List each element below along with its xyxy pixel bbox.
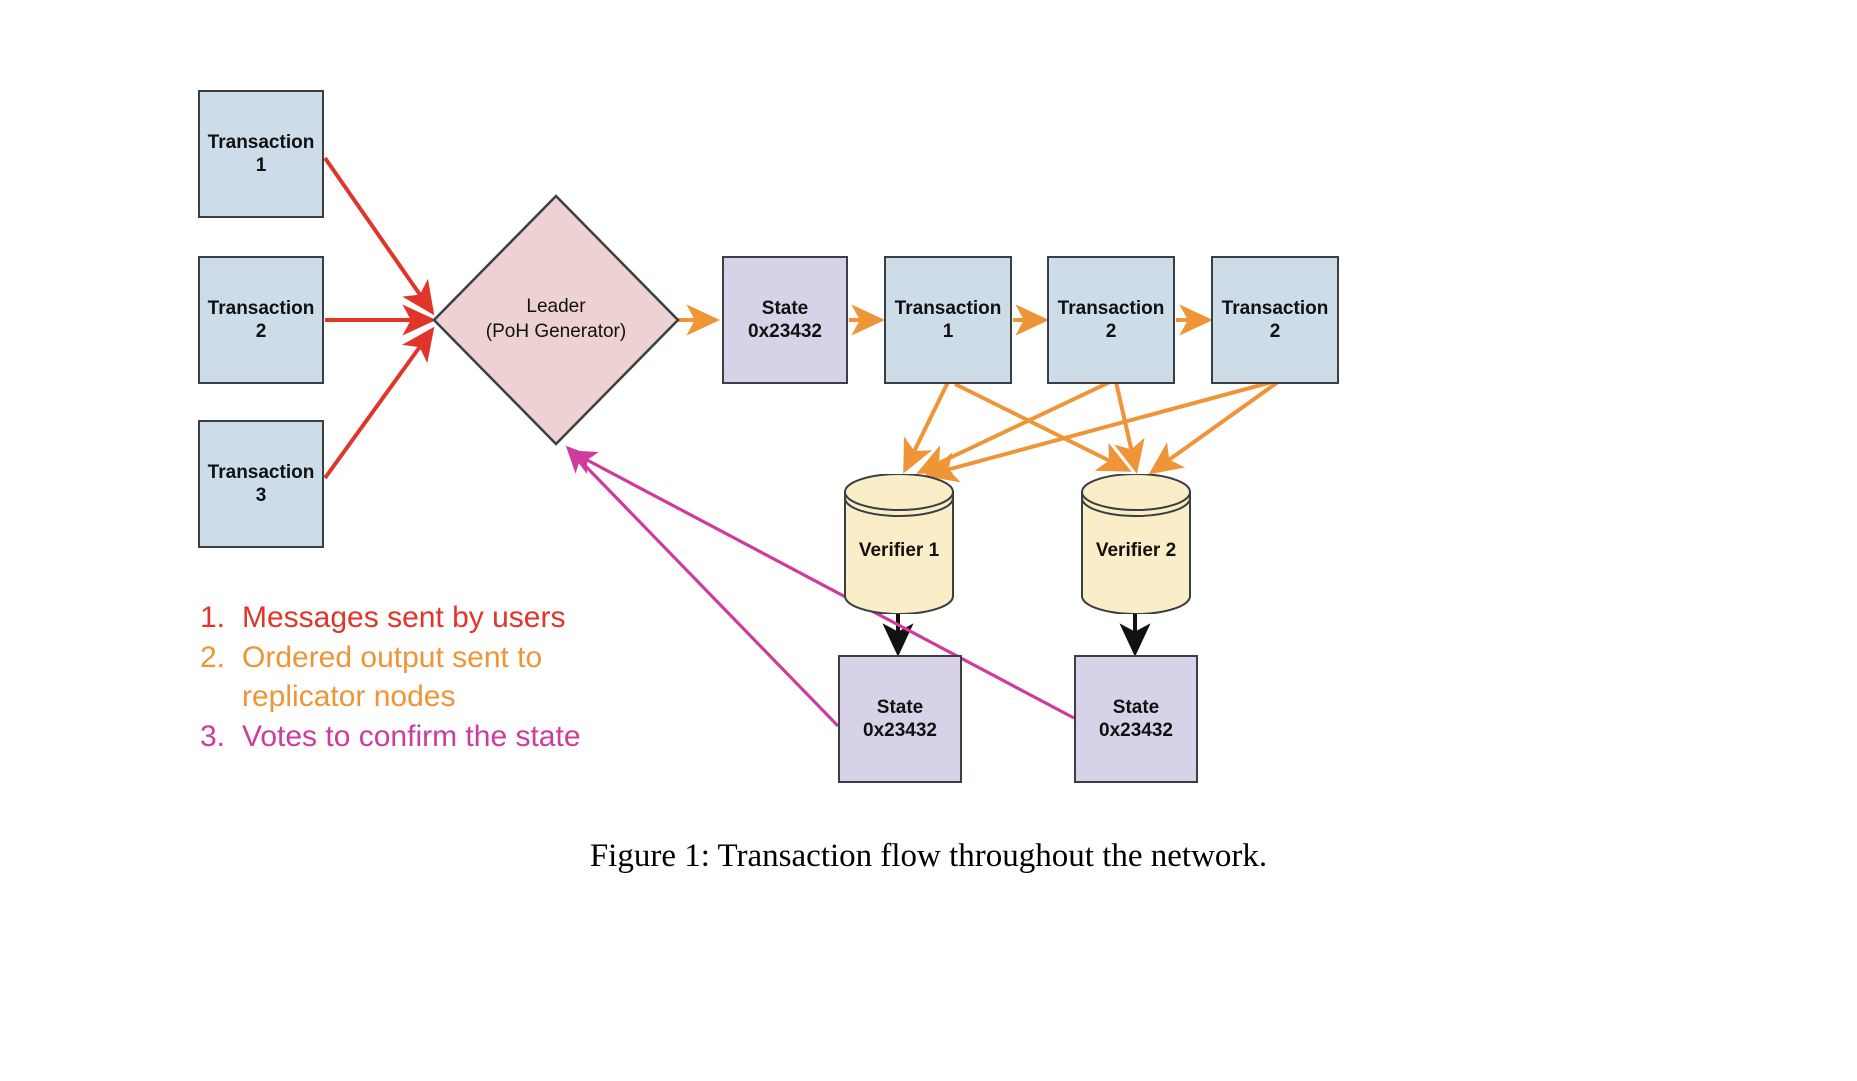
legend-number-1: 1. — [200, 601, 226, 634]
ledger-state-hash: 0x23432 — [748, 321, 822, 342]
arrow-tx3-to-leader — [323, 326, 435, 480]
legend-text-1: Messages sent by users — [242, 601, 566, 634]
legend: 1. Messages sent by users 2. Ordered out… — [200, 598, 670, 756]
ledger-entry-number-3: 2 — [1269, 321, 1281, 342]
arrow-state2-vote-to-leader — [569, 450, 1075, 720]
arrow-group-user-messages — [323, 156, 436, 480]
arrow-group-votes — [565, 445, 1075, 728]
ledger-entry-title-2: Transaction — [1057, 297, 1165, 319]
verifier-cylinder-shape-2 — [1081, 473, 1191, 615]
input-transaction-title-2: Transaction — [207, 297, 315, 319]
ledger-entry-title-3: Transaction — [1221, 297, 1329, 319]
ledger-entry-box-3[interactable]: Transaction 2 — [1211, 256, 1339, 384]
arrow-entry2-to-verifier1 — [916, 380, 1111, 474]
arrow-entry1-to-verifier2 — [954, 382, 1132, 472]
ledger-entry-title-1: Transaction — [894, 297, 1002, 319]
ledger-entry-number-1: 1 — [942, 321, 954, 342]
leader-label-line1: Leader — [526, 296, 586, 318]
leader-diamond-shape — [432, 194, 680, 446]
verifier-node-1[interactable]: Verifier 1 — [843, 473, 955, 615]
legend-text-3: Votes to confirm the state — [242, 719, 581, 753]
input-transaction-box-1[interactable]: Transaction 1 — [198, 90, 324, 218]
verifier-label-2: Verifier 2 — [1095, 540, 1177, 561]
input-transaction-number-3: 3 — [255, 485, 267, 506]
input-transaction-box-2[interactable]: Transaction 2 — [198, 256, 324, 384]
leader-label: Leader (PoH Generator) — [432, 194, 680, 446]
ledger-entry-box-1[interactable]: Transaction 1 — [884, 256, 1012, 384]
legend-item-1: 1. Messages sent by users — [200, 598, 670, 638]
arrow-group-to-verifiers — [903, 380, 1280, 483]
verifier-state-title-1: State — [876, 696, 924, 718]
verifier-state-hash-2: 0x23432 — [1099, 720, 1173, 741]
input-transaction-title-3: Transaction — [207, 461, 315, 483]
input-transaction-number-1: 1 — [255, 155, 267, 176]
legend-item-2: 2. Ordered output sent to replicator nod… — [200, 638, 670, 717]
ledger-state-box[interactable]: State 0x23432 — [722, 256, 848, 384]
arrow-entry1-to-verifier1 — [903, 381, 950, 474]
input-transaction-box-3[interactable]: Transaction 3 — [198, 420, 324, 548]
legend-item-3: 3. Votes to confirm the state — [200, 717, 670, 757]
leader-label-line2: (PoH Generator) — [485, 321, 627, 342]
arrow-state1-vote-to-leader — [565, 445, 840, 728]
ledger-entry-number-2: 2 — [1105, 321, 1117, 342]
arrow-tx1-to-leader — [323, 156, 435, 316]
figure-caption: Figure 1: Transaction flow throughout th… — [589, 838, 1268, 874]
legend-text-2: Ordered output sent to replicator nodes — [242, 640, 543, 714]
arrow-entry3-to-verifier1 — [924, 380, 1273, 483]
leader-node[interactable]: Leader (PoH Generator) — [432, 194, 680, 446]
legend-number-3: 3. — [200, 719, 226, 753]
ledger-state-title: State — [761, 297, 809, 319]
arrow-entry2-to-verifier2 — [1114, 381, 1145, 474]
verifier-label-1: Verifier 1 — [858, 540, 940, 561]
verifier-cylinder-shape-1 — [844, 473, 954, 615]
legend-number-2: 2. — [200, 640, 226, 674]
verifier-state-box-1[interactable]: State 0x23432 — [838, 655, 962, 783]
verifier-state-box-2[interactable]: State 0x23432 — [1074, 655, 1198, 783]
ledger-entry-box-2[interactable]: Transaction 2 — [1047, 256, 1175, 384]
verifier-state-title-2: State — [1112, 696, 1160, 718]
verifier-state-hash-1: 0x23432 — [863, 720, 937, 741]
arrow-group-verifier-to-state — [882, 612, 1151, 657]
verifier-node-2[interactable]: Verifier 2 — [1080, 473, 1192, 615]
input-transaction-title-1: Transaction — [207, 131, 315, 153]
input-transaction-number-2: 2 — [255, 321, 267, 342]
arrow-entry3-to-verifier2 — [1148, 380, 1280, 475]
